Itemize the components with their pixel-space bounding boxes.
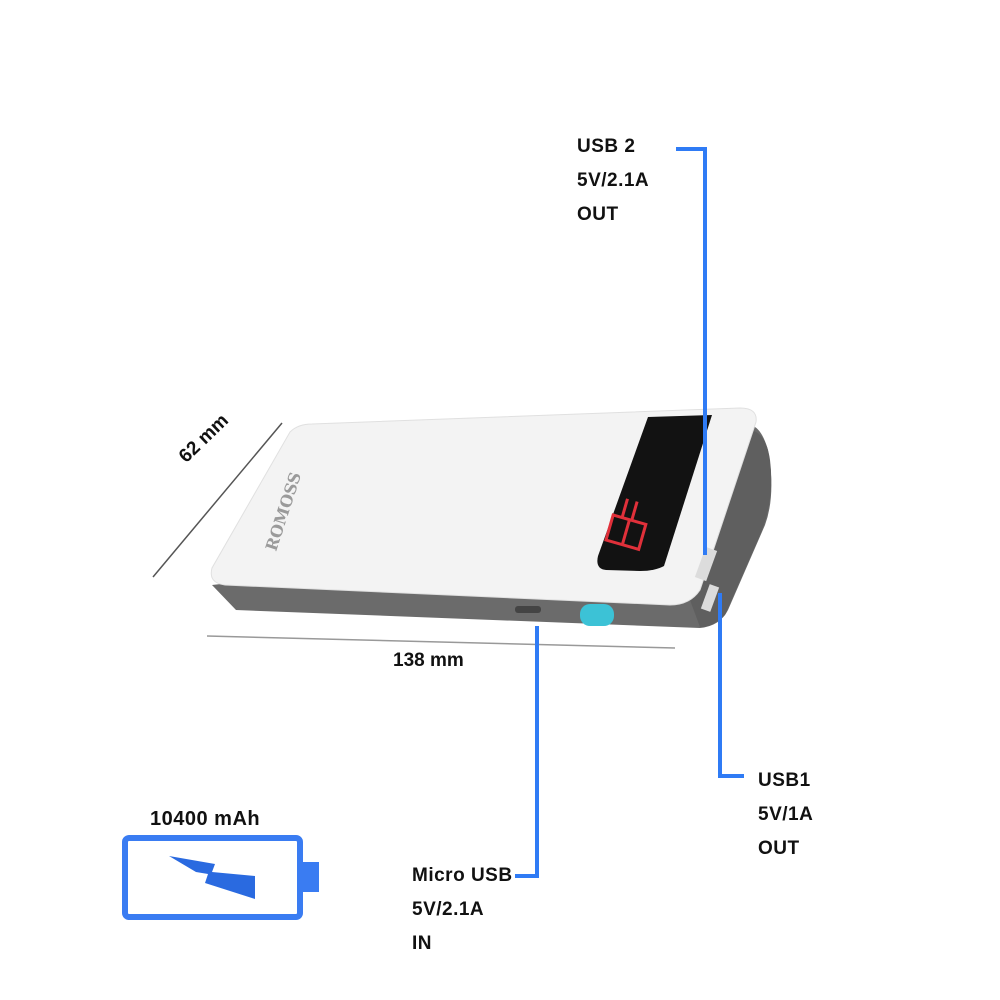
micro-usb-port: [515, 606, 541, 613]
usb2-spec: 5V/2.1A: [577, 170, 650, 191]
usb1-direction: OUT: [758, 838, 800, 859]
length-dimension-label: 138 mm: [393, 650, 464, 671]
usb2-port: [694, 546, 718, 582]
power-button[interactable]: [580, 604, 614, 626]
microusb-direction: IN: [412, 933, 432, 954]
power-bank-end-cap: [690, 429, 772, 628]
usb1-port: [700, 584, 720, 612]
battery-icon: [122, 835, 319, 920]
usb2-name: USB 2: [577, 136, 636, 157]
capacity-label: 10400 mAh: [150, 808, 261, 830]
usb2-direction: OUT: [577, 204, 619, 225]
dimension-line-138mm: [206, 635, 676, 649]
usb1-name: USB1: [758, 770, 811, 791]
microusb-callout-line: [515, 626, 539, 878]
dimension-line-62mm: [152, 422, 283, 578]
usb2-label: USB 2 5V/2.1A OUT: [577, 130, 649, 232]
power-bank: ROMOSS: [210, 407, 772, 628]
usb1-spec: 5V/1A: [758, 804, 814, 825]
usb1-callout-line: [718, 593, 744, 778]
usb1-label: USB1 5V/1A OUT: [758, 764, 813, 866]
led-display: [604, 513, 648, 552]
microusb-spec: 5V/2.1A: [412, 899, 485, 920]
microusb-label: Micro USB 5V/2.1A IN: [412, 859, 513, 961]
usb2-callout-line: [676, 147, 707, 555]
microusb-name: Micro USB: [412, 865, 513, 886]
lightning-bolt-icon: [169, 856, 255, 899]
led-indicator: [620, 498, 639, 522]
